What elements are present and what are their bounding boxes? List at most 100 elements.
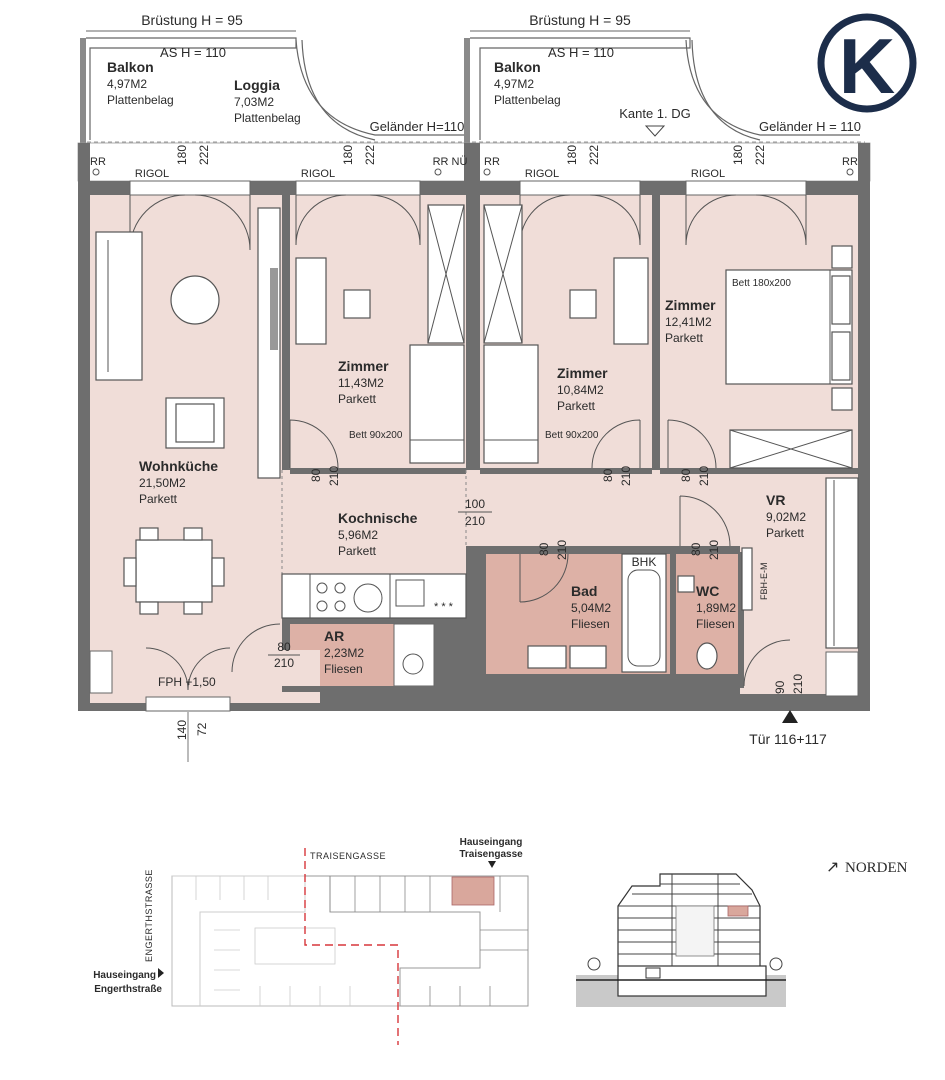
zimmer3-area: 12,41M2 <box>665 315 712 329</box>
bhk-label: BHK <box>632 555 657 569</box>
logo-letter: K <box>839 22 895 110</box>
bed-single-icon-1 <box>409 344 465 464</box>
gelaender-right-label: Geländer H = 110 <box>759 119 861 134</box>
rr-nue-label: RR NÜ <box>433 156 468 168</box>
fph-label: FPH +1,50 <box>158 675 216 689</box>
dim-210-c: 210 <box>697 466 711 486</box>
site-plan-highlight <box>451 876 495 906</box>
entrance-top-arrow-icon <box>488 861 496 868</box>
sink-icon <box>395 579 425 607</box>
dim-222-c: 222 <box>587 145 601 165</box>
bad-floor: Fliesen <box>571 617 610 631</box>
bruestung-right-label: Brüstung H = 95 <box>529 12 631 28</box>
washbasin-icon-2 <box>569 645 607 669</box>
dim-80-ar: 80 <box>277 640 291 654</box>
north-label: NORDEN <box>845 860 908 876</box>
chair-icon-1 <box>343 289 371 319</box>
entrance-arrow-icon <box>782 710 798 723</box>
fbh-box <box>741 547 753 611</box>
dim-210-b: 210 <box>619 466 633 486</box>
kante-label: Kante 1. DG <box>619 106 691 121</box>
desk-icon-1 <box>295 257 327 345</box>
entrance-top-line1: Hauseingang <box>460 837 523 848</box>
dim-72: 72 <box>195 722 209 736</box>
wc-floor: Fliesen <box>696 617 735 631</box>
balcony-left-name: Balkon <box>107 59 154 75</box>
rigol-label-4: RIGOL <box>691 168 725 180</box>
ash-left-label: AS H = 110 <box>160 45 226 60</box>
coffee-table-icon <box>170 275 220 325</box>
balcony-area <box>80 30 865 143</box>
entrance-left-line2: Engerthstraße <box>94 984 162 995</box>
entrance-label: Tür 116+117 <box>749 731 827 747</box>
zimmer2-area: 10,84M2 <box>557 383 604 397</box>
kochnische-name: Kochnische <box>338 510 418 526</box>
zimmer3-name: Zimmer <box>665 297 716 313</box>
wohnkueche-name: Wohnküche <box>139 458 218 474</box>
desk-icon-2 <box>613 257 649 345</box>
dim-210-ar: 210 <box>274 656 294 670</box>
dim-180-a: 180 <box>175 145 189 165</box>
vr-closet-icon <box>825 477 859 649</box>
bathtub-icon <box>621 553 667 673</box>
rigol-label-3: RIGOL <box>525 168 559 180</box>
street-left-label: ENGERTHSTRASSE <box>144 869 154 962</box>
kochnische-floor: Parkett <box>338 544 377 558</box>
street-top-label: TRAISENGASSE <box>310 851 386 861</box>
company-logo: K <box>817 13 917 113</box>
rr-label-2: RR <box>484 156 500 168</box>
dim-180-b: 180 <box>341 145 355 165</box>
bed-double-icon <box>725 269 853 385</box>
zimmer1-name: Zimmer <box>338 358 389 374</box>
bed-single-icon-2 <box>483 344 539 464</box>
dim-210-g: 210 <box>791 674 805 694</box>
dim-80-e: 80 <box>689 542 703 556</box>
apartment-floor <box>78 180 870 712</box>
kante-marker-icon <box>644 125 666 137</box>
chair-icon-2 <box>569 289 597 319</box>
kochnische-area: 5,96M2 <box>338 528 378 542</box>
north-arrow-icon: ↗ <box>826 859 839 876</box>
rigol-label-2: RIGOL <box>301 168 335 180</box>
zimmer3-floor: Parkett <box>665 331 704 345</box>
dim-80-c: 80 <box>679 468 693 482</box>
entrance-left-arrow-icon <box>158 968 164 978</box>
dim-210-e: 210 <box>707 540 721 560</box>
dim-80-b: 80 <box>601 468 615 482</box>
dim-100: 100 <box>465 497 485 511</box>
loggia-floor: Plattenbelag <box>234 111 301 125</box>
gelaender-left-label: Geländer H=110 <box>370 119 465 134</box>
balcony-left-floor: Plattenbelag <box>107 93 174 107</box>
bruestung-left-label: Brüstung H = 95 <box>141 12 243 28</box>
bad-area: 5,04M2 <box>571 601 611 615</box>
dim-222-b: 222 <box>363 145 377 165</box>
entrance-left-line1: Hauseingang <box>93 970 156 981</box>
toilet-icon <box>696 642 718 670</box>
loggia-name: Loggia <box>234 77 280 93</box>
wc-basin-icon <box>677 575 695 593</box>
dim-90: 90 <box>773 680 787 694</box>
wohnkueche-area: 21,50M2 <box>139 476 186 490</box>
ash-right-label: AS H = 110 <box>548 45 614 60</box>
bed-single-label-1: Bett 90x200 <box>349 430 403 441</box>
dim-140: 140 <box>175 720 189 740</box>
wohnkueche-floor: Parkett <box>139 492 178 506</box>
washing-machine-icon <box>402 653 424 675</box>
balcony-right-floor: Plattenbelag <box>494 93 561 107</box>
balcony-right-name: Balkon <box>494 59 541 75</box>
bed-double-label: Bett 180x200 <box>732 278 791 289</box>
site-plan <box>158 848 529 1045</box>
zimmer1-floor: Parkett <box>338 392 377 406</box>
wc-area: 1,89M2 <box>696 601 736 615</box>
bad-name: Bad <box>571 583 597 599</box>
rr-label-3: RR <box>842 156 858 168</box>
dining-table-icon <box>135 539 213 603</box>
dim-210-a: 210 <box>327 466 341 486</box>
dim-180-c: 180 <box>565 145 579 165</box>
zimmer2-name: Zimmer <box>557 365 608 381</box>
ar-floor: Fliesen <box>324 662 363 676</box>
dim-80-d: 80 <box>537 542 551 556</box>
rigol-label-1: RIGOL <box>135 168 169 180</box>
zimmer1-area: 11,43M2 <box>338 376 384 390</box>
